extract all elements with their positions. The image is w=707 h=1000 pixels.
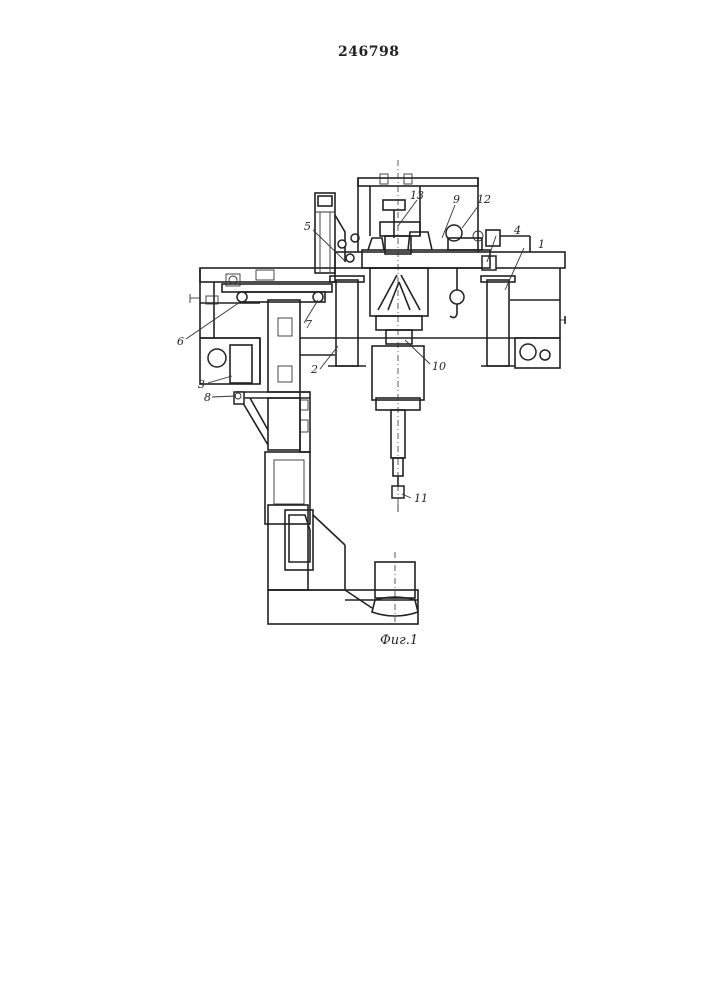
callout-12: 12 — [477, 193, 491, 206]
callout-10: 10 — [432, 360, 446, 373]
callout-5: 5 — [304, 220, 311, 233]
callout-1: 1 — [538, 238, 545, 251]
carriage-rail — [222, 274, 332, 302]
figure-caption: Фиг.1 — [380, 633, 418, 648]
vertical-column — [234, 300, 418, 624]
bridge-frame — [300, 252, 566, 368]
lower-chamber — [372, 552, 418, 622]
callout-8: 8 — [204, 391, 211, 404]
callout-4: 4 — [513, 224, 521, 237]
callout-9: 9 — [453, 193, 460, 206]
left-gantry-frame — [190, 268, 335, 338]
callout-3: 3 — [198, 378, 205, 391]
callout-7: 7 — [305, 318, 312, 331]
callout-6: 6 — [177, 335, 184, 348]
trolley-mast — [358, 174, 530, 318]
callout-2: 2 — [310, 363, 318, 376]
left-drive-unit — [200, 338, 260, 384]
control-cabinet — [315, 193, 359, 273]
callout-13: 13 — [410, 189, 424, 202]
callout-leaders — [186, 200, 524, 498]
callout-11: 11 — [414, 492, 428, 505]
